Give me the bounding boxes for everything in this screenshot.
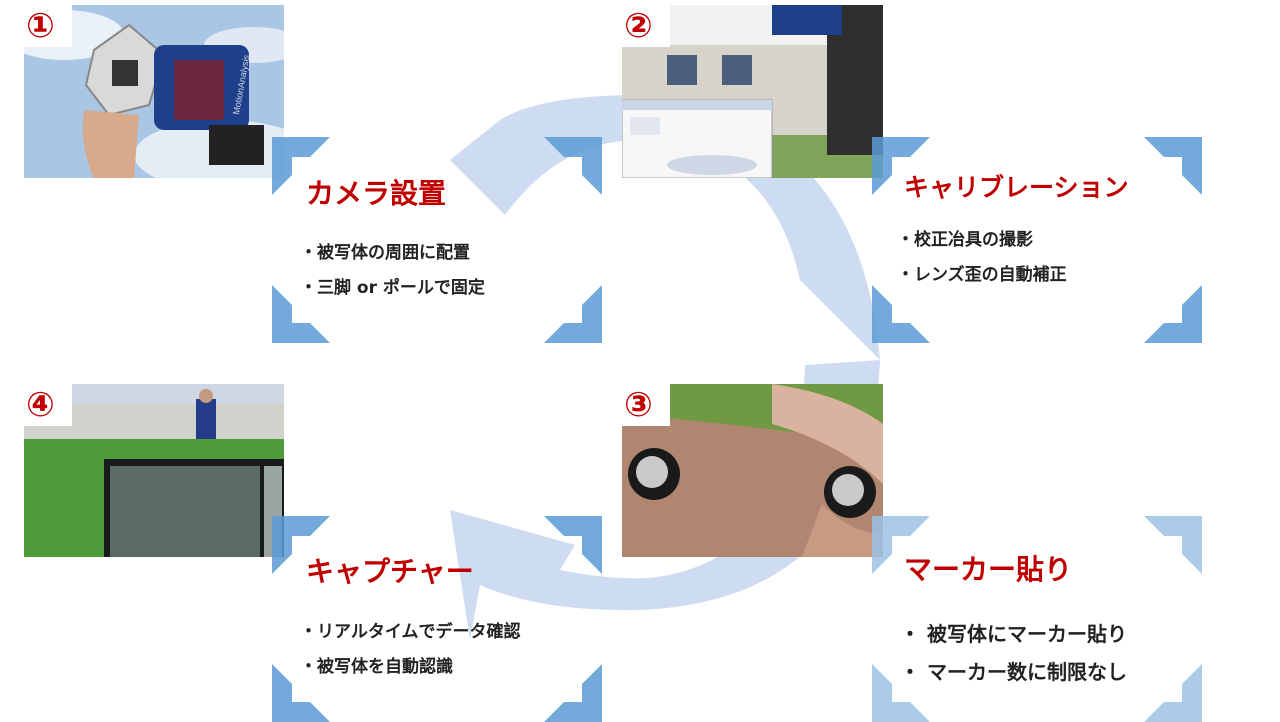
camera-photo: MotionAnalysis: [24, 5, 284, 178]
step-2-number: ②: [624, 6, 653, 46]
capture-photo: [24, 384, 284, 557]
step-4-title: キャプチャー: [306, 555, 474, 588]
step-2-bullet-1: ・校正冶具の撮影: [897, 230, 1033, 250]
step-3-number: ③: [624, 385, 653, 425]
step-3-title: マーカー貼り: [904, 553, 1073, 586]
step-1-bullet-1: ・被写体の周囲に配置: [300, 243, 470, 263]
calibration-photo: [622, 5, 883, 178]
step-4-bullet-2: ・被写体を自動認識: [300, 657, 453, 677]
step-1-number: ①: [26, 6, 55, 46]
step-4-number: ④: [26, 385, 55, 425]
frame-step-1: [272, 137, 602, 343]
frame-step-2: [872, 137, 1202, 343]
frame-step-4: [272, 516, 602, 722]
frame-step-3: [872, 516, 1202, 722]
step-3-bullet-1: ・ 被写体にマーカー貼り: [900, 622, 1127, 646]
step-2-number-bg: [622, 5, 670, 47]
step-4-bullet-1: ・リアルタイムでデータ確認: [300, 622, 521, 642]
step-1-title: カメラ設置: [306, 177, 447, 210]
step-2-bullet-2: ・レンズ歪の自動補正: [897, 265, 1067, 285]
step-1-bullet-2: ・三脚 or ポールで固定: [300, 278, 485, 298]
step-3-number-bg: [622, 384, 670, 426]
step-3-bullet-2: ・ マーカー数に制限なし: [900, 660, 1127, 684]
step-4-number-bg: [24, 384, 72, 426]
step-2-title: キャリブレーション: [904, 173, 1129, 202]
step-1-number-bg: [24, 5, 72, 47]
cycle-arrow-lower: [450, 360, 880, 640]
